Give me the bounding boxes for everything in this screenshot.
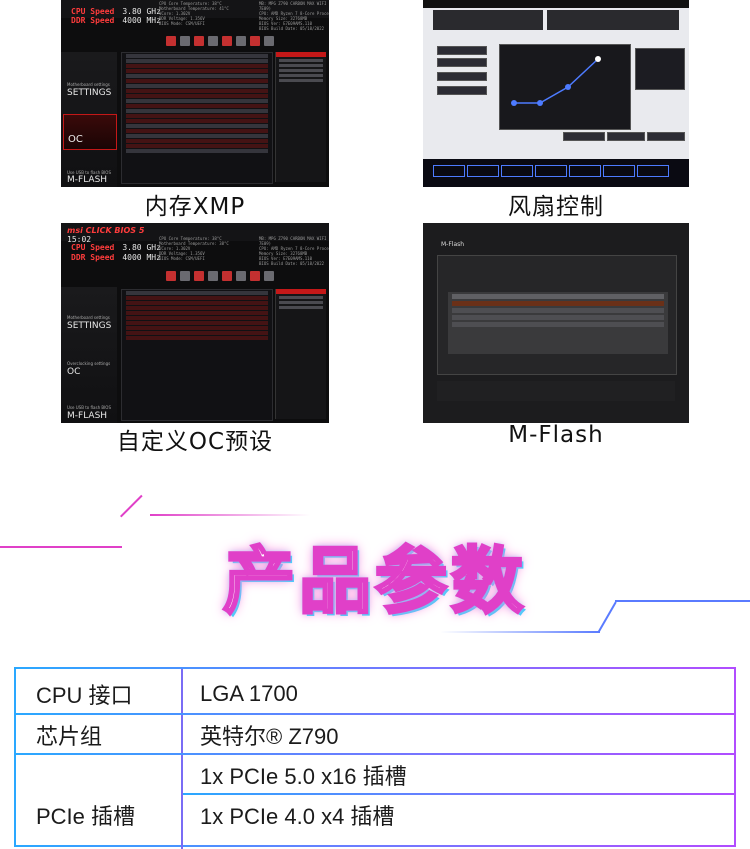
caption-oc-profile: 自定义OC预设 <box>116 429 274 455</box>
spec-col-divider <box>181 669 183 849</box>
spec-row-divider <box>16 713 734 715</box>
fan-point-values <box>635 48 685 90</box>
spec-value-chipset: 英特尔® Z790 <box>200 724 339 749</box>
fan-mode-option[interactable] <box>437 46 487 55</box>
temperature-source[interactable] <box>437 58 487 67</box>
system-info-right: MB: MPG Z790 CARBON MAX WIFI (MS-7E09)CP… <box>259 236 329 266</box>
oc-nav-tile[interactable]: OC <box>63 114 117 150</box>
title-deco-left-slant <box>120 494 143 518</box>
spec-label-chipset: 芯片组 <box>36 724 103 749</box>
fan-window-bar <box>423 0 689 8</box>
bios-file-list[interactable] <box>448 292 668 354</box>
all-set-default-button[interactable] <box>607 132 645 141</box>
title-deco-left-top <box>150 514 310 516</box>
mflash-title: M-Flash <box>441 241 465 248</box>
oc-settings-panel <box>121 52 273 184</box>
bios-header <box>61 223 329 241</box>
bios-clock: 15:02 <box>67 235 92 244</box>
spec-row-divider <box>183 793 734 795</box>
mflash-footer <box>437 381 675 401</box>
fan-monitor-bar <box>423 159 689 187</box>
spec-value-pcie-2: 1x PCIe 4.0 x4 插槽 <box>200 804 395 829</box>
fan-curve-graph[interactable] <box>499 44 631 130</box>
spec-label-cpu-socket: CPU 接口 <box>36 683 133 708</box>
spec-value-cpu-socket: LGA 1700 <box>200 681 298 706</box>
mflash-dialog <box>437 255 677 375</box>
caption-mflash: M-Flash <box>508 422 604 448</box>
help-panel <box>275 52 326 182</box>
step-down-time[interactable] <box>437 86 487 95</box>
all-set-cancel-button[interactable] <box>647 132 685 141</box>
caption-xmp: 内存XMP <box>144 194 246 220</box>
bios-left-nav: Motherboard settings SETTINGS Overclocki… <box>61 287 117 423</box>
spec-value-pcie-1: 1x PCIe 5.0 x16 插槽 <box>200 764 407 789</box>
spec-row-divider <box>16 753 734 755</box>
spec-table: CPU 接口 LGA 1700 芯片组 英特尔® Z790 PCIe 插槽 1x… <box>14 667 736 849</box>
bios-screenshot-mflash: M-Flash <box>423 223 689 423</box>
oc-profile-list <box>121 289 273 421</box>
temperature-tabs <box>433 10 543 30</box>
caption-fan: 风扇控制 <box>508 194 604 220</box>
section-title: 产品参数 <box>221 538 527 625</box>
title-deco-right <box>615 600 750 602</box>
step-up-time[interactable] <box>437 72 487 81</box>
all-full-speed-button[interactable] <box>563 132 605 141</box>
fan-curve <box>511 56 601 106</box>
bios-screenshot-fan <box>423 0 689 187</box>
title-deco-right-bottom <box>440 631 600 633</box>
spec-label-pcie: PCIe 插槽 <box>36 804 136 829</box>
fan-tabs <box>547 10 679 30</box>
bios-header <box>61 0 329 18</box>
bios-tab-icons <box>166 36 274 48</box>
title-deco-left <box>0 546 122 548</box>
bios-brand: msi CLICK BIOS 5 <box>67 226 145 235</box>
system-info-right: MB: MPG Z790 CARBON MAX WIFI (MS-7E09)CP… <box>259 1 329 31</box>
bios-left-nav: Motherboard settings SETTINGS OC Use USB… <box>61 52 117 187</box>
help-panel <box>275 289 326 419</box>
bios-tab-icons <box>166 271 274 283</box>
